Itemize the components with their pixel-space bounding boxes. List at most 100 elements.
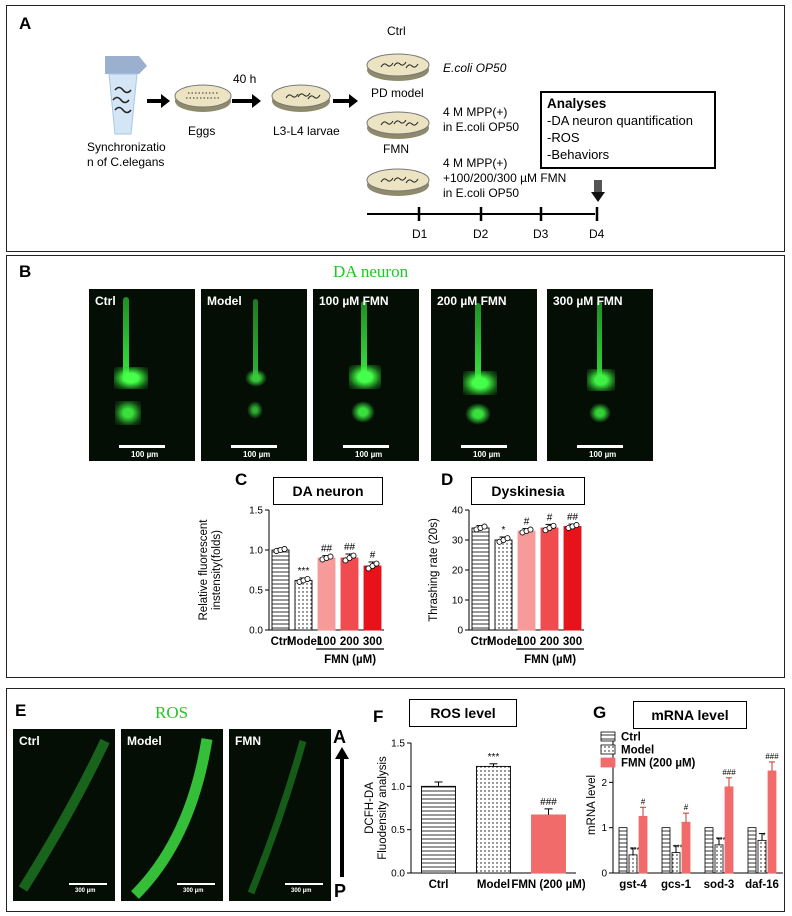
significance-mark: # bbox=[370, 550, 376, 561]
significance-mark: *** bbox=[630, 846, 639, 855]
data-point bbox=[350, 552, 357, 559]
data-point bbox=[504, 535, 511, 542]
ros-image-model: Model 300 µm bbox=[121, 729, 223, 901]
x-tick-label: 300 bbox=[563, 636, 582, 648]
bar bbox=[421, 785, 456, 874]
data-point bbox=[281, 546, 288, 553]
y-tick-label: 40 bbox=[452, 506, 464, 517]
panel-b-label: B bbox=[19, 262, 32, 281]
scale-bar bbox=[177, 883, 215, 885]
micrograph-caption: Ctrl bbox=[95, 294, 116, 308]
x-tick-label: Model bbox=[487, 636, 520, 648]
bar bbox=[757, 839, 767, 874]
pd-plate bbox=[366, 111, 430, 139]
bar bbox=[724, 786, 734, 874]
bar bbox=[681, 821, 691, 874]
arrow-icon bbox=[147, 94, 170, 108]
ctrl-food: E.coli OP50 bbox=[443, 61, 507, 75]
panel-a-label: A bbox=[19, 14, 32, 33]
legend-swatch bbox=[600, 757, 616, 768]
bar bbox=[671, 852, 681, 874]
scale-label: 100 µm bbox=[243, 450, 271, 459]
neuron-fluorescence bbox=[465, 403, 491, 425]
x-tick-label: daf-16 bbox=[745, 879, 779, 891]
ros-image-ctrl: Ctrl 300 µm bbox=[13, 729, 115, 901]
bar bbox=[747, 827, 757, 874]
time-label: 40 h bbox=[233, 72, 257, 86]
worm-fluorescence bbox=[131, 738, 213, 899]
scale-bar bbox=[577, 445, 623, 448]
fmn-plate bbox=[366, 168, 430, 196]
micrograph-ctrl: Ctrl 100 µm bbox=[89, 289, 195, 461]
worm-fluorescence bbox=[247, 740, 307, 895]
scale-label: 300 µm bbox=[183, 888, 204, 894]
y-tick-label: 20 bbox=[452, 566, 464, 577]
significance-mark: # bbox=[547, 512, 553, 523]
fmn-line-1: 4 M MPP(+) bbox=[443, 156, 508, 170]
fmn-group-label: FMN bbox=[383, 142, 409, 156]
y-tick-label: 1 bbox=[601, 823, 607, 834]
ros-caption: FMN bbox=[235, 734, 261, 748]
x-tick-label: Ctrl bbox=[429, 879, 449, 891]
scale-label: 300 µm bbox=[291, 888, 312, 894]
data-point bbox=[304, 575, 311, 582]
day-label: D3 bbox=[533, 227, 549, 241]
neuron-fluorescence bbox=[463, 371, 497, 395]
x-tick-label: Ctrl bbox=[271, 636, 291, 648]
analyses-item: -Behaviors bbox=[547, 147, 610, 162]
bar bbox=[517, 530, 536, 631]
data-point bbox=[527, 526, 534, 533]
micrograph-200: 200 µM FMN 100 µm bbox=[431, 289, 537, 461]
bar bbox=[661, 827, 671, 874]
y-tick-label: 0.0 bbox=[249, 626, 263, 637]
micrograph-caption: Model bbox=[207, 294, 242, 308]
bar bbox=[271, 549, 290, 631]
bar bbox=[340, 557, 359, 631]
neuron-fluorescence bbox=[123, 297, 129, 377]
x-tick-label: 200 bbox=[340, 636, 359, 648]
legend-swatch bbox=[600, 744, 616, 755]
bar bbox=[531, 814, 566, 874]
anterior-posterior-arrow-icon bbox=[335, 747, 349, 877]
data-point bbox=[373, 560, 380, 567]
legend-label: FMN (200 µM) bbox=[621, 758, 696, 770]
x-tick-label: sod-3 bbox=[704, 879, 735, 891]
day-label: D1 bbox=[412, 227, 428, 241]
tube-icon bbox=[105, 56, 147, 135]
bar bbox=[767, 770, 777, 874]
scale-bar bbox=[285, 883, 323, 885]
analyses-title: Analyses bbox=[547, 96, 607, 111]
sync-label-2: n of C.elegans bbox=[87, 155, 165, 169]
panel-c-label: C bbox=[235, 470, 248, 489]
micrograph-caption: 300 µM FMN bbox=[553, 294, 623, 308]
micrograph-100: 100 µM FMN 100 µm bbox=[313, 289, 419, 461]
legend-swatch bbox=[600, 731, 616, 742]
ros-caption: Model bbox=[127, 734, 162, 748]
x-tick-label: 100 bbox=[517, 636, 536, 648]
legend-label: Ctrl bbox=[621, 732, 641, 744]
pd-line-1: 4 M MPP(+) bbox=[443, 105, 508, 119]
neuron-fluorescence bbox=[597, 301, 602, 379]
significance-mark: ## bbox=[321, 544, 333, 555]
y-tick-label: 30 bbox=[452, 536, 464, 547]
significance-mark: # bbox=[641, 797, 646, 806]
micrograph-model: Model 100 µm bbox=[201, 289, 307, 461]
bar bbox=[317, 557, 336, 631]
bar bbox=[638, 815, 648, 874]
y-axis-label: mRNA level bbox=[586, 775, 598, 835]
panel-b-title: DA neuron bbox=[333, 262, 409, 281]
bar bbox=[628, 854, 638, 874]
bar bbox=[563, 526, 582, 631]
y-tick-label: 1.5 bbox=[249, 506, 263, 517]
y-axis-label: instensity(folds) bbox=[211, 530, 223, 610]
ctrl-plate bbox=[366, 53, 430, 81]
arrow-icon bbox=[232, 94, 261, 108]
y-tick-label: 10 bbox=[452, 596, 464, 607]
y-tick-label: 0.5 bbox=[249, 586, 263, 597]
x-tick-label: gst-4 bbox=[619, 879, 647, 891]
scale-label: 100 µm bbox=[589, 450, 617, 459]
panel-e-label: E bbox=[15, 701, 27, 720]
scale-bar bbox=[231, 445, 277, 448]
